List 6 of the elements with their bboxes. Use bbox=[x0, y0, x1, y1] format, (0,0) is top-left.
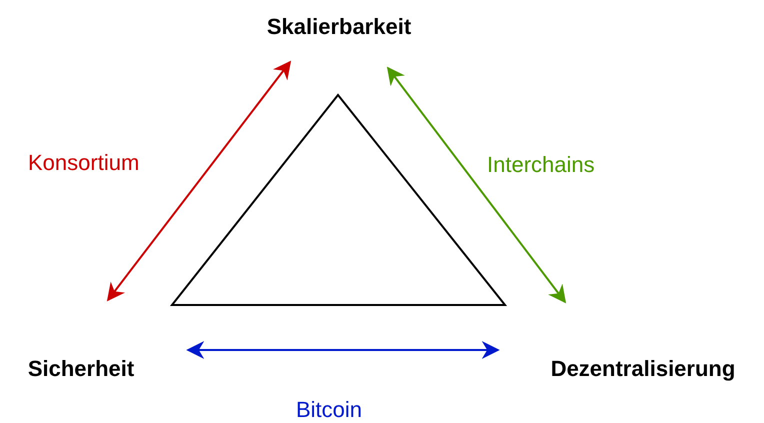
node-label: Skalierbarkeit bbox=[244, 14, 434, 40]
node-label: Sicherheit bbox=[8, 356, 154, 382]
node-label: Dezentralisierung bbox=[524, 356, 762, 382]
double-arrow bbox=[386, 66, 566, 304]
double-arrow bbox=[186, 341, 500, 359]
double-arrow bbox=[106, 60, 292, 302]
